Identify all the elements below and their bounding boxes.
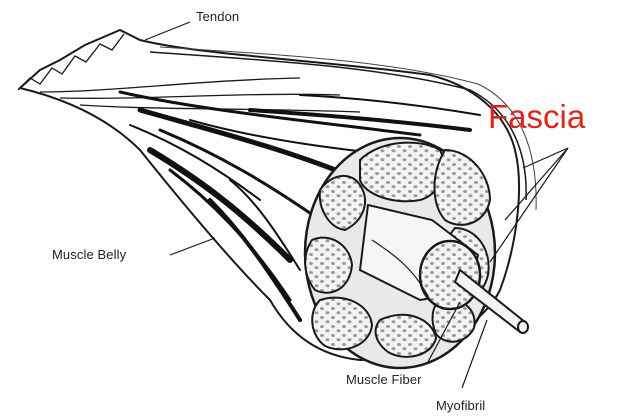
tendon-label: Tendon bbox=[196, 9, 239, 24]
muscle-fiber-label: Muscle Fiber bbox=[346, 372, 422, 387]
muscle-belly-leader bbox=[170, 238, 215, 255]
myofibril-label: Myofibril bbox=[436, 398, 485, 413]
fiber-bundle bbox=[360, 143, 444, 202]
tendon-leader bbox=[145, 22, 190, 40]
fascia-label: Fascia bbox=[488, 98, 585, 136]
muscle-belly-label: Muscle Belly bbox=[52, 247, 126, 262]
